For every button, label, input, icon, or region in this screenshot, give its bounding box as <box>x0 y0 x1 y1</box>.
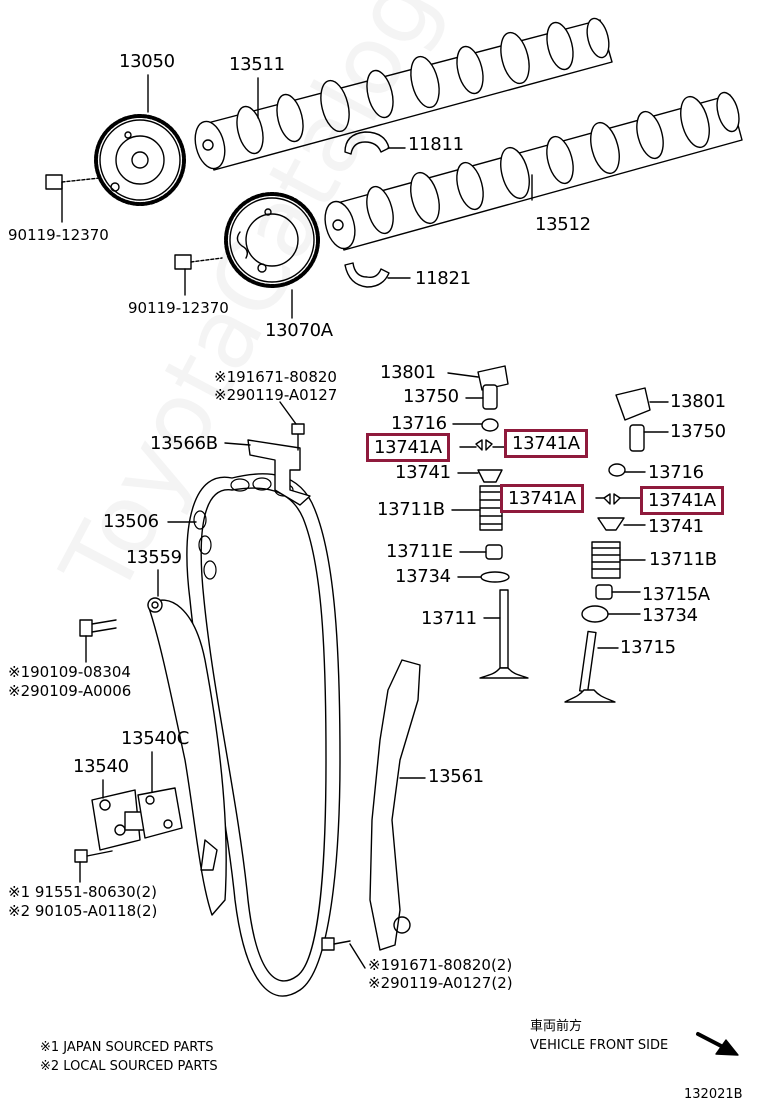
bolt-91551 <box>74 849 113 883</box>
valve-13711-left <box>479 589 529 679</box>
label-13070a[interactable]: 13070A <box>265 320 333 341</box>
label-13715-right[interactable]: 13715 <box>620 637 676 658</box>
rocker-arm-13801-right <box>615 387 651 421</box>
valve-13715-right <box>564 630 616 703</box>
timing-chain-13506 <box>186 473 341 997</box>
label-91671-80820[interactable]: ※191671-80820 <box>214 368 337 386</box>
label-13715a-right[interactable]: 13715A <box>642 584 710 605</box>
bolt-90119-12370-mid <box>174 254 223 296</box>
label-90119-a0127-2[interactable]: ※290119-A0127(2) <box>368 974 513 992</box>
camshaft-13511 <box>194 17 613 171</box>
label-13716-left[interactable]: 13716 <box>391 413 447 434</box>
label-13566b[interactable]: 13566B <box>150 433 218 454</box>
label-13734-left[interactable]: 13734 <box>395 566 451 587</box>
valve-keeper-13741a-right <box>603 493 621 505</box>
label-13050[interactable]: 13050 <box>119 51 175 72</box>
label-11811[interactable]: 11811 <box>408 134 464 155</box>
cam-sprocket-13070a <box>224 192 320 288</box>
valve-seal-13711e-left <box>485 544 503 560</box>
valve-keeper-13741a-left <box>475 439 493 451</box>
label-13511[interactable]: 13511 <box>229 54 285 75</box>
tensioner-gasket-13540c <box>137 787 183 839</box>
label-90119-a0127[interactable]: ※290119-A0127 <box>214 386 338 404</box>
valve-cap-13716-right <box>608 463 626 477</box>
lash-adjuster-13750-left <box>482 384 498 410</box>
chain-damper-13566b <box>247 423 311 506</box>
label-13741-left[interactable]: 13741 <box>395 462 451 483</box>
valve-seal-13715a-right <box>595 584 613 600</box>
chain-guide-13559 <box>147 597 227 916</box>
spring-seat-13734-left <box>480 571 510 583</box>
label-13559[interactable]: 13559 <box>126 547 182 568</box>
label-90119-12370-mid[interactable]: 90119-12370 <box>128 299 229 317</box>
label-13741a-left-1[interactable]: 13741A <box>366 433 450 462</box>
label-13711b-left[interactable]: 13711B <box>377 499 445 520</box>
front-direction-arrow-icon <box>696 1032 739 1056</box>
label-90119-12370-top[interactable]: 90119-12370 <box>8 226 109 244</box>
label-13711e-left[interactable]: 13711E <box>386 541 453 562</box>
bearing-11811 <box>344 131 390 155</box>
label-13741a-left-2[interactable]: 13741A <box>504 429 588 458</box>
label-13741a-right-1[interactable]: 13741A <box>500 484 584 513</box>
label-13540c[interactable]: 13540C <box>121 728 190 749</box>
valve-spring-13711b-left <box>479 485 503 531</box>
label-13734-right[interactable]: 13734 <box>642 605 698 626</box>
label-13750-right[interactable]: 13750 <box>670 421 726 442</box>
note-front-jp: 車両前方 <box>530 1019 583 1034</box>
label-13750-left[interactable]: 13750 <box>403 386 459 407</box>
chain-slipper-13561 <box>369 659 421 951</box>
cam-sprocket-13050 <box>94 114 186 206</box>
label-13711b-right[interactable]: 13711B <box>649 549 717 570</box>
figure-number: 132021B <box>684 1087 743 1102</box>
label-13801-right[interactable]: 13801 <box>670 391 726 412</box>
bolt-90119-12370-top <box>45 174 101 223</box>
label-13741-right[interactable]: 13741 <box>648 516 704 537</box>
label-13506[interactable]: 13506 <box>103 511 159 532</box>
note-front-en: VEHICLE FRONT SIDE <box>530 1038 669 1053</box>
bolt-90109 <box>79 619 117 663</box>
label-13540[interactable]: 13540 <box>73 756 129 777</box>
rocker-arm-13801-left <box>477 365 509 391</box>
label-13561[interactable]: 13561 <box>428 766 484 787</box>
bearing-11821 <box>344 262 390 288</box>
note-japan-sourced: ※1 JAPAN SOURCED PARTS <box>40 1040 214 1055</box>
label-91551-80630[interactable]: ※1 91551-80630(2) <box>8 883 157 901</box>
label-91671-80820-2[interactable]: ※191671-80820(2) <box>368 956 513 974</box>
valve-cap-13716-left <box>481 418 499 432</box>
label-13512[interactable]: 13512 <box>535 214 591 235</box>
label-13711-left[interactable]: 13711 <box>421 608 477 629</box>
valve-spring-13711b-right <box>591 541 621 579</box>
lash-adjuster-13750-right <box>629 424 645 452</box>
spring-retainer-13741-left <box>477 469 503 483</box>
label-11821[interactable]: 11821 <box>415 268 471 289</box>
note-local-sourced: ※2 LOCAL SOURCED PARTS <box>40 1059 218 1074</box>
label-13716-right[interactable]: 13716 <box>648 462 704 483</box>
label-13741a-right-2[interactable]: 13741A <box>640 486 724 515</box>
label-90109-08304[interactable]: ※190109-08304 <box>8 663 131 681</box>
spring-seat-13734-right <box>581 605 609 623</box>
spring-retainer-13741-right <box>597 517 625 531</box>
label-90109-a0006[interactable]: ※290109-A0006 <box>8 682 132 700</box>
camshaft-13512 <box>324 91 743 251</box>
label-13801-left[interactable]: 13801 <box>380 362 436 383</box>
bolt-91671 <box>321 937 366 969</box>
label-90105-a0118[interactable]: ※2 90105-A0118(2) <box>8 902 158 920</box>
